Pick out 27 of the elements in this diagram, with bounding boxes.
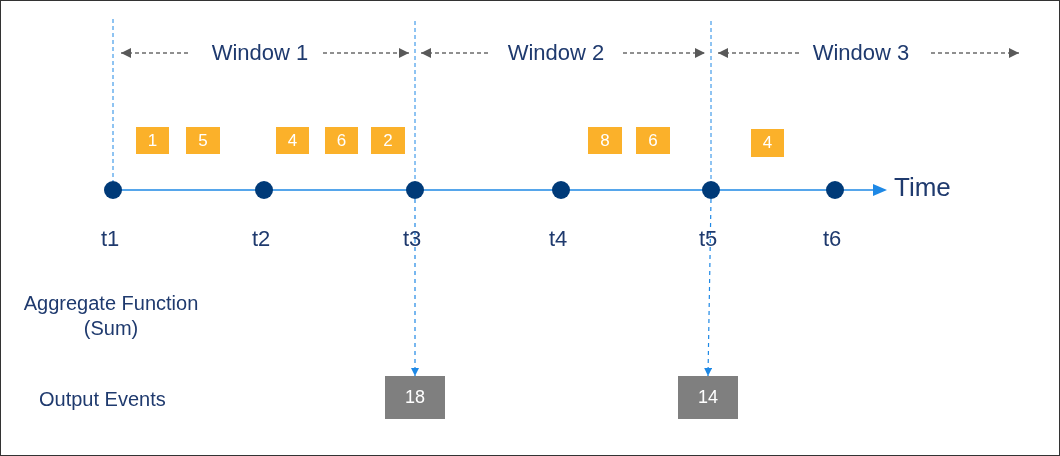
time-point-dot	[104, 181, 122, 199]
arrow	[703, 198, 713, 377]
time-point-dot	[255, 181, 273, 199]
row-label: Output Events	[39, 387, 166, 412]
event-value: 6	[325, 127, 358, 154]
event-value: 5	[186, 127, 220, 154]
output-value: 18	[385, 376, 445, 419]
time-point-label: t3	[403, 225, 422, 253]
event-value: 6	[636, 127, 670, 154]
arrow	[410, 198, 420, 377]
time-point-dot	[826, 181, 844, 199]
time-point-label: t5	[699, 225, 718, 253]
row-label: Aggregate Function (Sum)	[22, 291, 200, 341]
event-value: 4	[751, 129, 784, 157]
time-point-label: t4	[549, 225, 568, 253]
event-value: 2	[371, 127, 405, 154]
time-point-dot	[406, 181, 424, 199]
output-value: 14	[678, 376, 738, 419]
axis-label: Time	[894, 171, 951, 204]
time-point-label: t2	[252, 225, 271, 253]
time-point-dot	[702, 181, 720, 199]
time-point-label: t1	[101, 225, 120, 253]
event-value: 8	[588, 127, 622, 154]
time-point-dot	[552, 181, 570, 199]
time-point-label: t6	[823, 225, 842, 253]
event-value: 1	[136, 127, 169, 154]
event-value: 4	[276, 127, 309, 154]
